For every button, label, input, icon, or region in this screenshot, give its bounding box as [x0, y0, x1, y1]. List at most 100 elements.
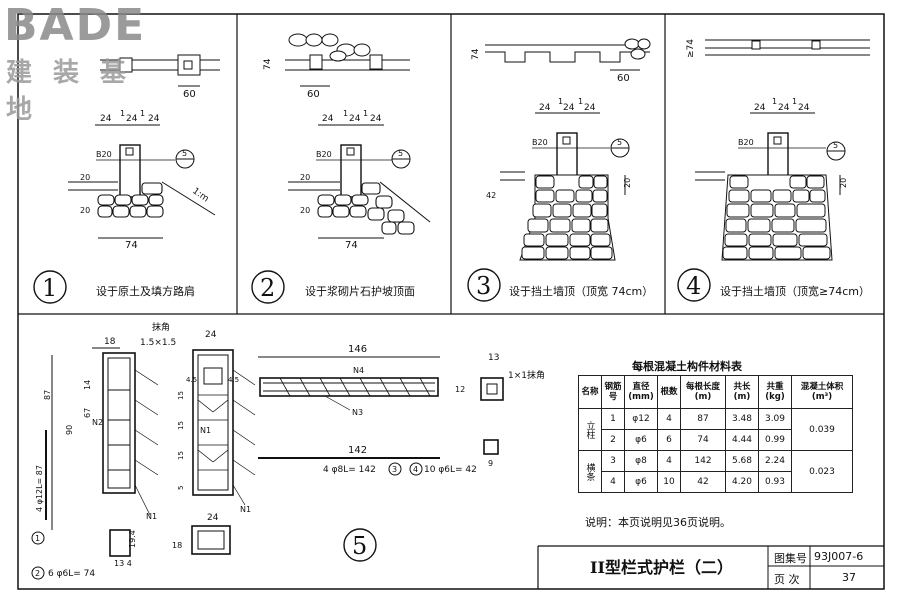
- dim-5: 5: [177, 486, 185, 490]
- panel-2-number: 2: [260, 274, 275, 302]
- dim-24-left: 24: [100, 114, 112, 124]
- table-row: 2 φ6 6 74 4.44 0.99: [579, 429, 853, 451]
- panel-4-caption: 设于挡土墙顶（顶宽≥74cm）: [720, 284, 870, 298]
- table-header-row: 名称 钢筋号 直径(mm) 根数 每根长度(m) 共长(m) 共重(kg) 混凝…: [578, 375, 853, 409]
- label-b20-p3: B20: [532, 138, 548, 147]
- dim-20-b: 20: [80, 206, 90, 215]
- panel-3-retaining-wall-74: 74 60 24 1 24 1 24 B20 5: [467, 38, 653, 302]
- label-n3: N3: [352, 408, 363, 417]
- dim-9: 9: [488, 459, 493, 468]
- dim-24-p4a: 24: [754, 103, 766, 113]
- table-row: 横条 3 φ8 4 142 5.68 2.24 0.023: [578, 450, 853, 493]
- bar-4-label: 10 φ6L= 42: [424, 465, 477, 475]
- dim-20-p3: 20: [623, 178, 632, 188]
- dim-1-p4b: 1: [792, 97, 797, 106]
- panel-4-number: 4: [686, 272, 701, 300]
- table-cell: 2: [601, 429, 625, 451]
- dim-42-p3: 42: [486, 191, 496, 200]
- table-cell: 10: [657, 471, 681, 493]
- dim-24-section: 24: [207, 513, 219, 523]
- dim-12: 12: [455, 385, 465, 394]
- group-name: 立柱: [578, 408, 602, 451]
- dim-15-b: 15: [177, 421, 185, 430]
- dim-24-p3a: 24: [539, 103, 551, 113]
- table-cell: φ6: [624, 429, 658, 451]
- ref-5-p3: 5: [617, 138, 622, 147]
- table-cell: 4.44: [725, 429, 759, 451]
- dim-24-p2c: 24: [370, 114, 382, 124]
- dim-67: 67: [83, 408, 92, 418]
- atlas-label: 图集号: [774, 552, 807, 565]
- bar-1-label: 4 φ12L= 87: [35, 465, 44, 512]
- dim-15-c: 15: [177, 451, 185, 460]
- header-volume: 混凝土体积(m³): [791, 375, 853, 409]
- dim-ge74: ≥74: [686, 39, 696, 58]
- material-note: 说明：本页说明见36页说明。: [585, 516, 731, 529]
- table-cell: 1: [601, 408, 625, 430]
- table-row: 4 φ6 10 42 4.20 0.93: [579, 471, 853, 493]
- dim-74-p3: 74: [471, 48, 481, 60]
- table-cell: 87: [680, 408, 726, 430]
- watermark-sub: 建 装 基 地: [6, 58, 133, 125]
- dim-60-p2: 60: [307, 89, 320, 100]
- table-cell: 142: [680, 450, 726, 472]
- chamfer-1x1: 1×1抹角: [508, 369, 545, 381]
- dim-20-p2b: 20: [300, 206, 310, 215]
- table-cell: φ6: [624, 471, 658, 493]
- bar-2-mark: 2: [35, 569, 40, 578]
- page-label: 页 次: [774, 573, 800, 586]
- table-cell: 4: [657, 450, 681, 472]
- watermark-brand: BADE: [4, 0, 147, 51]
- dim-4-5-right: 4.5: [228, 376, 239, 384]
- dim-24-p4b: 24: [778, 103, 790, 113]
- table-row: 立柱 1 φ12 4 87 3.48 3.09 0.039: [578, 408, 853, 451]
- label-b20: B20: [96, 150, 112, 159]
- dim-15-a: 15: [177, 391, 185, 400]
- page-number: 37: [842, 571, 856, 584]
- table-cell: 0.99: [758, 429, 792, 451]
- panel-4-retaining-wall-ge74: ≥74 24 1 24 1 24 B20 5 2: [677, 39, 870, 302]
- dim-24-p3b: 24: [563, 103, 575, 113]
- material-table: 名称 钢筋号 直径(mm) 根数 每根长度(m) 共长(m) 共重(kg) 混凝…: [578, 375, 853, 493]
- table-cell: 3.09: [758, 408, 792, 430]
- ref-5: 5: [182, 149, 187, 158]
- drawing-title: II型栏式护栏（二）: [590, 558, 733, 577]
- dim-20-p2a: 20: [300, 173, 310, 182]
- panel-1-number: 1: [42, 274, 57, 302]
- table-cell: φ8: [624, 450, 658, 472]
- table-cell: 2.24: [758, 450, 792, 472]
- bar-1-mark: 1: [35, 534, 40, 543]
- table-cell: 74: [680, 429, 726, 451]
- dim-24-p2b: 24: [349, 114, 361, 124]
- table-cell: 6: [657, 429, 681, 451]
- brand-watermark: BADE 建 装 基 地: [4, 0, 174, 125]
- dim-24-p2a: 24: [322, 114, 334, 124]
- label-n1-mid: N1: [200, 426, 211, 435]
- label-b20-p2: B20: [316, 150, 332, 159]
- dim-90: 90: [65, 425, 74, 435]
- dim-74-p2b: 74: [345, 240, 358, 251]
- panel-2-slope-top: 74 60 24 1 24 1 24 B20 5 20 20 74 2: [251, 33, 431, 304]
- panel-5-reinforcement: 18 抹角 1.5×1.5 14 67 90 87 4 φ12L= 87 1 N…: [31, 321, 545, 580]
- dim-74: 74: [125, 240, 138, 251]
- dim-1-p2a: 1: [343, 109, 348, 118]
- label-n4: N4: [353, 366, 364, 375]
- dim-13-4: 13 4: [114, 559, 132, 568]
- dim-20-a: 20: [80, 173, 90, 182]
- dim-142: 142: [348, 445, 367, 456]
- ref-5-p2: 5: [398, 149, 403, 158]
- dim-1-p3a: 1: [558, 97, 563, 106]
- label-n1-right: N1: [240, 505, 251, 514]
- bar-3-label: 4 φ8L= 142: [323, 465, 376, 475]
- dim-19-4: 19.4: [128, 530, 137, 548]
- atlas-number: 93J007-6: [814, 550, 864, 563]
- bar-3-mark: 3: [392, 465, 397, 474]
- dim-74-p2: 74: [263, 58, 273, 70]
- header-total-weight: 共重(kg): [758, 375, 792, 409]
- dim-24-p5: 24: [205, 330, 217, 340]
- panel-3-number: 3: [476, 272, 491, 300]
- label-n1: N1: [146, 512, 157, 521]
- panel-1-road-shoulder: 60 24 1 24 1 24 B20 5 1:m 20 20 74: [33, 54, 220, 304]
- dim-24-mid: 24: [126, 114, 138, 124]
